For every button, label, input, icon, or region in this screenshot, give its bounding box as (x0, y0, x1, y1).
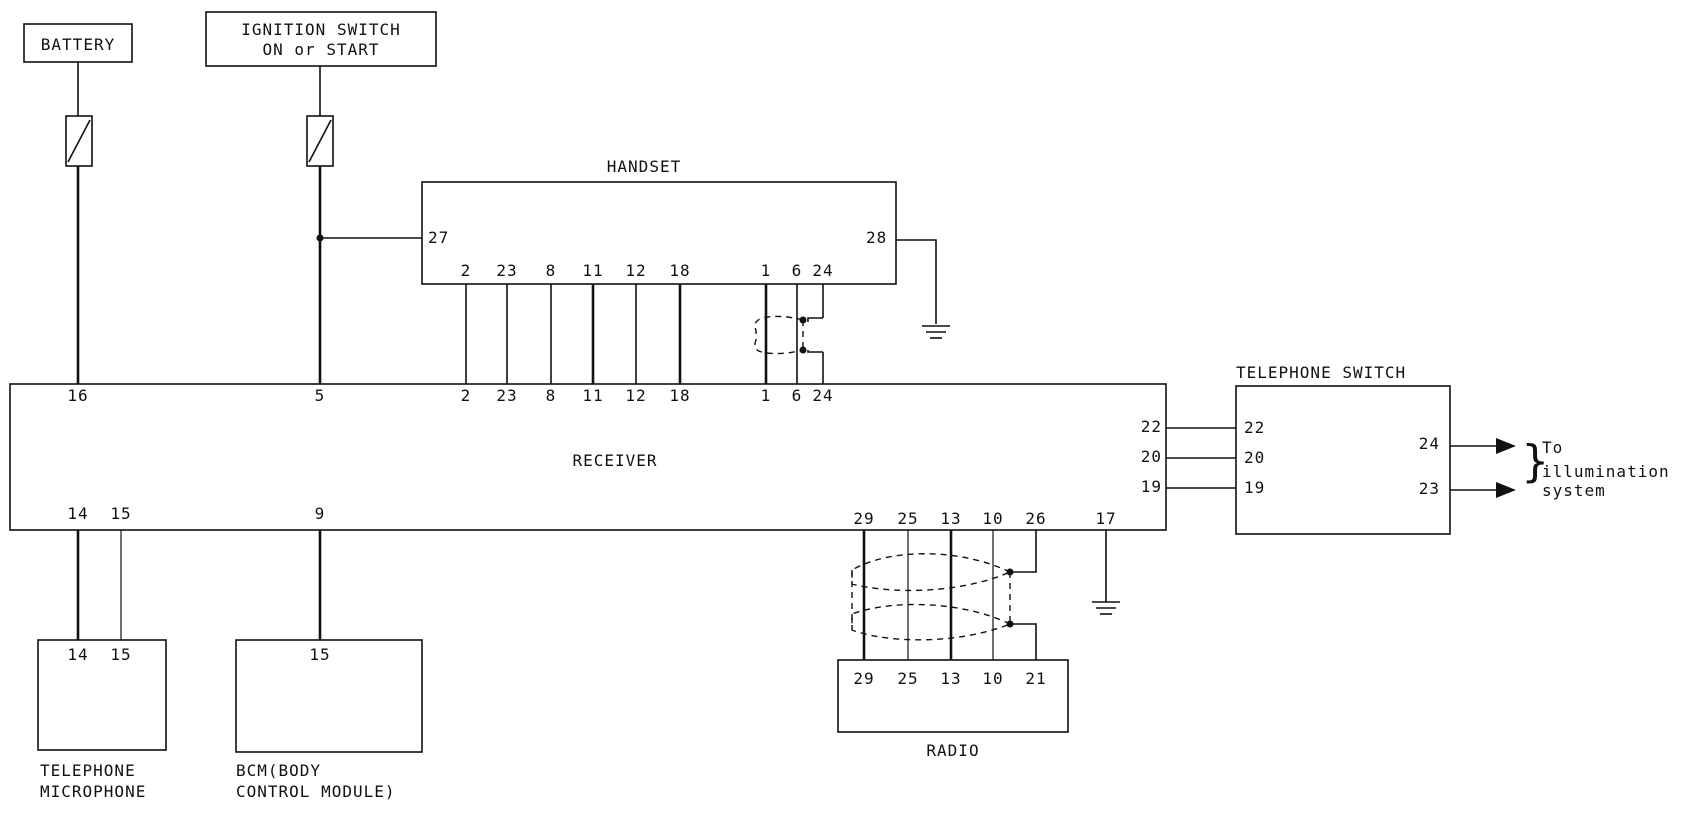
telephone-switch-component: TELEPHONE SWITCH 22 20 19 24 23 } To ill… (1166, 363, 1670, 535)
receiver-pin: 1 (761, 386, 772, 405)
illumination-brace: } (1522, 436, 1550, 487)
radio-label: RADIO (926, 741, 979, 760)
radio-drain-26 (1010, 530, 1037, 573)
handset-pin: 6 (792, 261, 803, 280)
ignition-switch-label-line1: IGNITION SWITCH (241, 20, 401, 39)
receiver-pin: 10 (982, 509, 1003, 528)
ignition-fuse-element (308, 119, 332, 163)
handset-ground-wire (896, 239, 937, 324)
handset-pin-28: 28 (866, 228, 887, 247)
handset-pin: 1 (761, 261, 772, 280)
receiver-pin: 16 (67, 386, 88, 405)
radio-shield-outline-upper (851, 553, 1011, 592)
illumination-label-line3: system (1542, 481, 1606, 500)
receiver-ground-symbol (1092, 601, 1120, 615)
radio-component: 29 25 13 10 21 RADIO (837, 530, 1069, 760)
receiver-pin: 11 (582, 386, 603, 405)
microphone-box (37, 639, 167, 751)
receiver-box (9, 383, 1167, 531)
illumination-label-line1: To (1542, 438, 1563, 457)
bcm-pin: 15 (309, 645, 330, 664)
handset-receiver-harness (465, 284, 824, 384)
handset-pin: 23 (496, 261, 517, 280)
telephone-switch-label: TELEPHONE SWITCH (1236, 363, 1406, 382)
receiver-pin: 6 (792, 386, 803, 405)
receiver-pin: 8 (546, 386, 557, 405)
receiver-pin: 9 (315, 504, 326, 523)
handset-pin-27: 27 (428, 228, 449, 247)
radio-box (837, 659, 1069, 733)
battery-label: BATTERY (41, 35, 115, 54)
microphone-label-line1: TELEPHONE (40, 761, 136, 780)
handset-pin: 24 (812, 261, 833, 280)
receiver-pin: 19 (1141, 477, 1162, 496)
microphone-label-line2: MICROPHONE (40, 782, 146, 801)
bcm-label-line2: CONTROL MODULE) (236, 782, 396, 801)
radio-shield-outline-lower (851, 603, 1011, 641)
ignition-switch-label-line2: ON or START (263, 40, 380, 59)
receiver-pin: 26 (1025, 509, 1046, 528)
mic-pin: 15 (110, 645, 131, 664)
receiver-pin: 14 (67, 504, 88, 523)
handset-box (421, 181, 897, 285)
handset-component: HANDSET 27 28 2 23 8 11 12 18 1 6 24 (421, 157, 950, 339)
telephone-switch-box (1235, 385, 1451, 535)
ignition-switch-component: IGNITION SWITCH ON or START (205, 11, 437, 384)
receiver-pin: 18 (669, 386, 690, 405)
receiver-component: RECEIVER 16 5 2 23 8 11 12 18 1 6 24 22 … (9, 383, 1167, 615)
radio-pin: 29 (853, 669, 874, 688)
radio-drain-21 (1010, 623, 1037, 660)
handset-shield-drain-top (807, 317, 823, 322)
radio-pin: 21 (1025, 669, 1046, 688)
battery-fuse-element (67, 119, 91, 163)
radio-pin: 25 (897, 669, 918, 688)
handset-shield-drain-bottom (807, 350, 823, 353)
handset-pin: 12 (625, 261, 646, 280)
bcm-component: 15 BCM(BODY CONTROL MODULE) (235, 530, 423, 801)
receiver-pin: 25 (897, 509, 918, 528)
receiver-pin: 22 (1141, 417, 1162, 436)
bcm-box (235, 639, 423, 753)
receiver-pin: 24 (812, 386, 833, 405)
receiver-pin: 5 (315, 386, 326, 405)
handset-pin: 2 (461, 261, 472, 280)
receiver-pin: 12 (625, 386, 646, 405)
illumination-label-line2: illumination (1542, 462, 1670, 481)
handset-shield-outline (754, 315, 804, 355)
receiver-pin: 20 (1141, 447, 1162, 466)
handset-pin: 11 (582, 261, 603, 280)
receiver-pin: 29 (853, 509, 874, 528)
handset-pin: 8 (546, 261, 557, 280)
switch-pin: 23 (1419, 479, 1440, 498)
battery-component: BATTERY (23, 23, 133, 384)
mic-pin: 14 (67, 645, 88, 664)
handset-label: HANDSET (607, 157, 681, 176)
switch-pin: 19 (1244, 478, 1265, 497)
receiver-pin: 15 (110, 504, 131, 523)
bcm-label-line1: BCM(BODY (236, 761, 321, 780)
receiver-pin: 17 (1095, 509, 1116, 528)
switch-pin: 22 (1244, 418, 1265, 437)
receiver-pin: 2 (461, 386, 472, 405)
receiver-pin: 13 (940, 509, 961, 528)
ignition-switch-box (205, 11, 437, 67)
telephone-microphone-component: 14 15 TELEPHONE MICROPHONE (37, 530, 167, 801)
handset-ground-symbol (922, 325, 950, 339)
radio-pin: 13 (940, 669, 961, 688)
arrow-right-icon (1496, 438, 1516, 454)
switch-pin: 24 (1419, 434, 1440, 453)
arrow-right-icon (1496, 482, 1516, 498)
handset-pin: 18 (669, 261, 690, 280)
receiver-label: RECEIVER (572, 451, 657, 470)
receiver-pin: 23 (496, 386, 517, 405)
radio-pin: 10 (982, 669, 1003, 688)
switch-pin: 20 (1244, 448, 1265, 467)
